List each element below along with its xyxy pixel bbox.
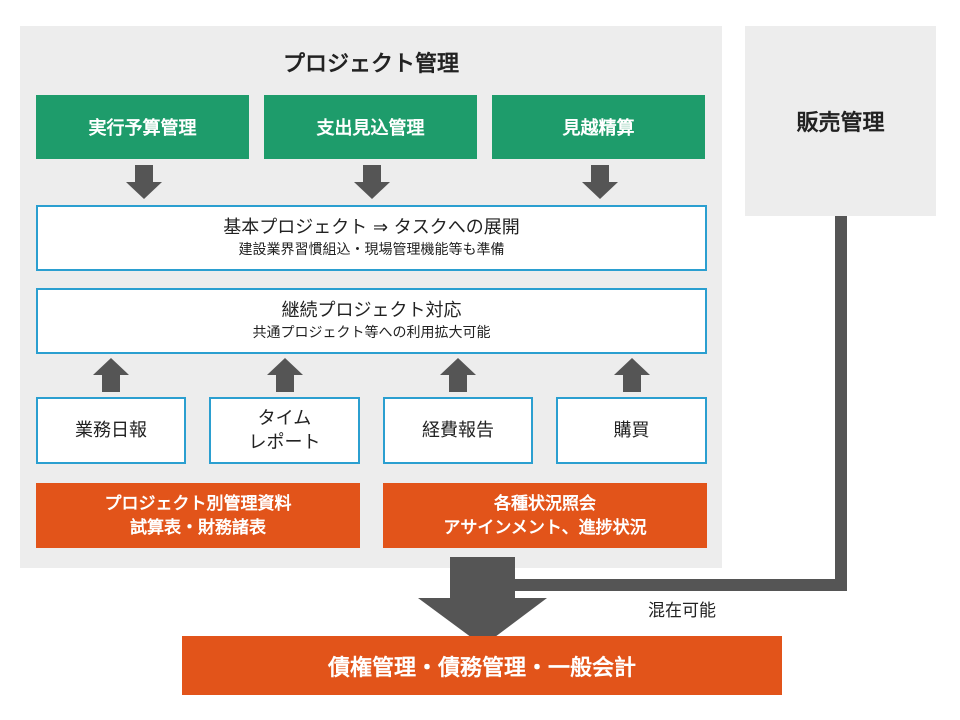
basic-project-title: 基本プロジェクト ⇒ タスクへの展開 — [223, 217, 520, 238]
sales-connector-line — [515, 216, 847, 591]
project-reports-line1: プロジェクト別管理資料 — [104, 493, 292, 514]
daily-report-box: 業務日報 — [36, 397, 186, 464]
project-management-title: プロジェクト管理 — [282, 52, 459, 77]
project-reports-line2: 試算表・財務諸表 — [130, 517, 266, 538]
daily-report-label: 業務日報 — [75, 419, 147, 441]
basic-project-box: 基本プロジェクト ⇒ タスクへの展開 建設業界習慣組込・現場管理機能等も準備 — [36, 205, 707, 271]
time-report-label-1: タイム — [257, 407, 312, 429]
status-inquiry-box: 各種状況照会 アサインメント、進捗状況 — [383, 483, 707, 548]
mix-note: 混在可能 — [648, 601, 716, 621]
continuing-project-box: 継続プロジェクト対応 共通プロジェクト等への利用拡大可能 — [36, 288, 707, 354]
expense-report-box: 経費報告 — [383, 397, 533, 464]
status-inquiry-line1: 各種状況照会 — [494, 493, 596, 514]
status-inquiry-line2: アサインメント、進捗状況 — [443, 517, 647, 538]
time-report-label-2: レポート — [248, 431, 321, 453]
down-arrow-2 — [354, 165, 390, 199]
basic-project-subtitle: 建設業界習慣組込・現場管理機能等も準備 — [238, 242, 505, 258]
continuing-project-subtitle: 共通プロジェクト等への利用拡大可能 — [252, 325, 491, 341]
up-arrow-3 — [440, 358, 476, 392]
up-arrow-1 — [93, 358, 129, 392]
purchasing-box: 購買 — [556, 397, 707, 464]
purchasing-label: 購買 — [613, 419, 650, 441]
main-down-arrow — [418, 557, 547, 646]
accounting-bar: 債権管理・債務管理・一般会計 — [182, 636, 782, 695]
down-arrow-1 — [126, 165, 162, 199]
expense-report-label: 経費報告 — [422, 419, 494, 441]
accrual-settlement-box: 見越精算 — [492, 95, 705, 159]
up-arrow-4 — [614, 358, 650, 392]
down-arrow-3 — [582, 165, 618, 199]
expense-forecast-box: 支出見込管理 — [264, 95, 477, 159]
sales-management-box: 販売管理 — [745, 26, 936, 216]
continuing-project-title: 継続プロジェクト対応 — [281, 300, 462, 321]
time-report-box: タイム レポート — [209, 397, 360, 464]
up-arrow-2 — [267, 358, 303, 392]
project-reports-box: プロジェクト別管理資料 試算表・財務諸表 — [36, 483, 360, 548]
execution-budget-box: 実行予算管理 — [36, 95, 249, 159]
